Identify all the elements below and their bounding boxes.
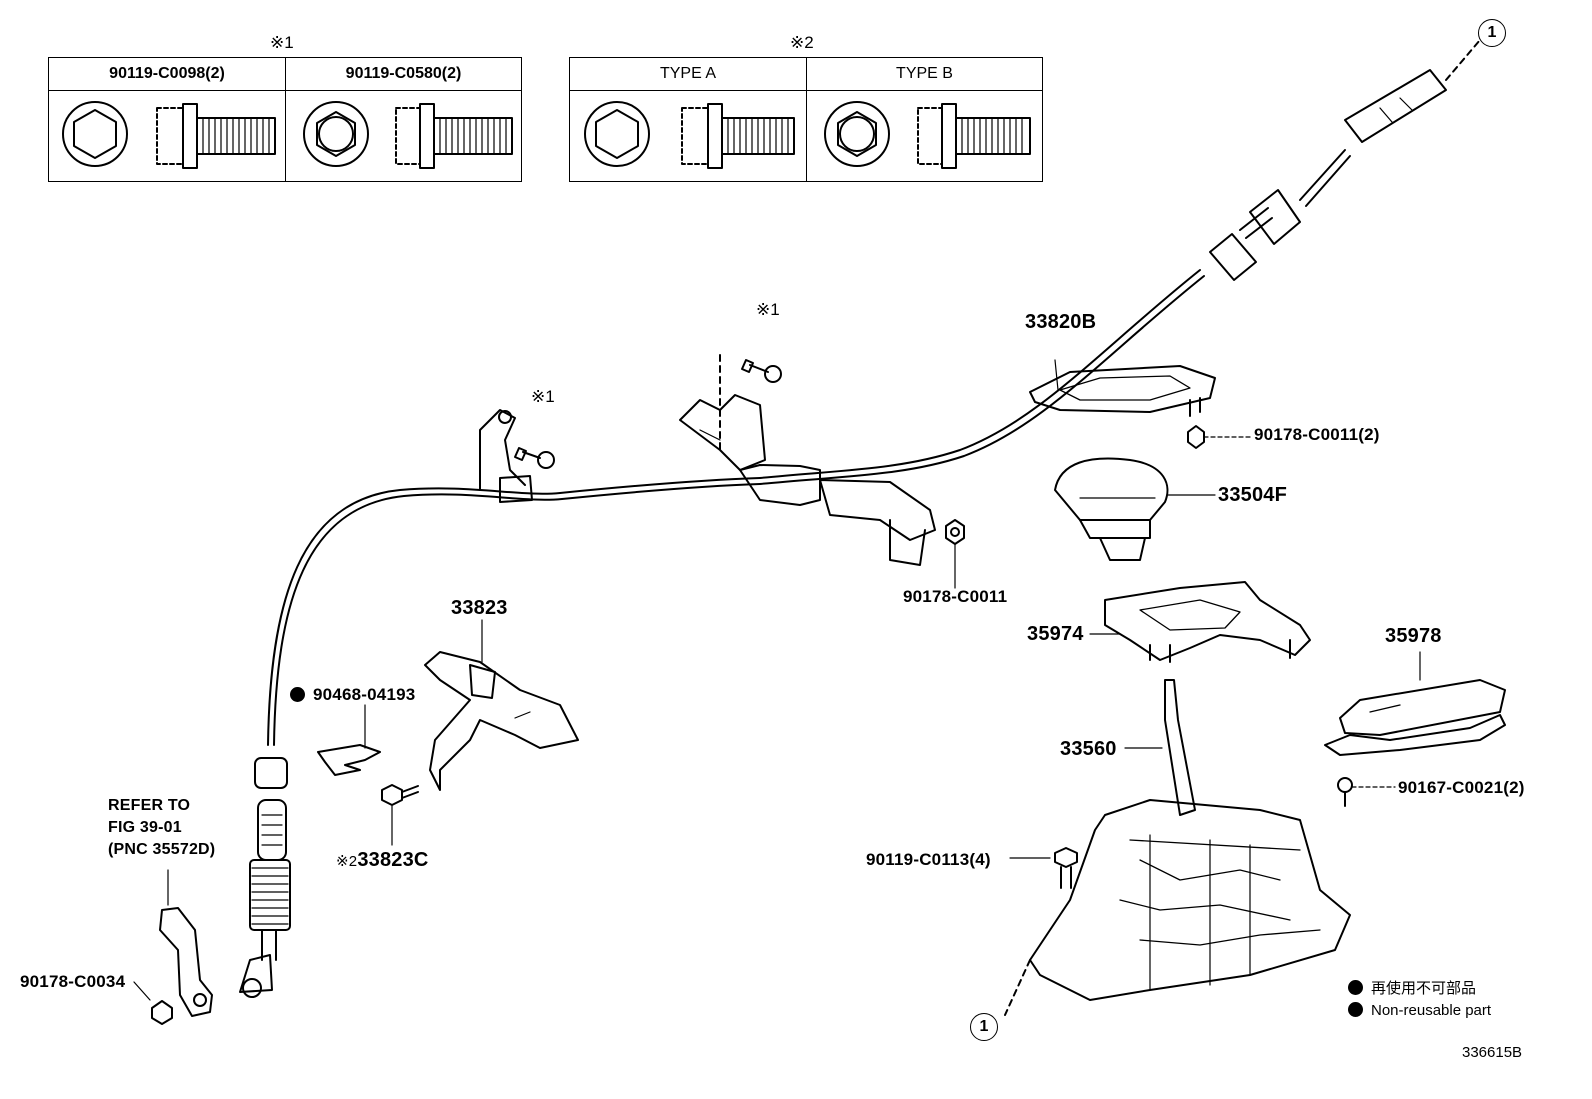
label-90468-04193: 90468-04193 [290,686,415,703]
cable-bracket-left [479,409,533,503]
table2-divider [806,58,807,181]
callout-1-top: 1 [1478,19,1506,47]
shift-cable [239,39,1481,998]
part-33820B-drawing [1029,359,1216,417]
callout-1-bottom: 1 [970,1013,998,1041]
table-fastener-2: TYPE A TYPE B [569,57,1043,182]
label-33823C: ※233823C [336,850,429,870]
table2-header-type-b: TYPE B [807,58,1042,91]
table1-divider [285,58,286,181]
refer-line-2: FIG 39-01 [108,819,182,836]
refer-line-3: (PNC 35572D) [108,841,216,858]
cable-bracket-center [679,354,936,566]
bolt-icon-33823C [381,784,419,846]
label-35974: 35974 [1027,623,1084,645]
label-33820B: 33820B [1025,311,1097,333]
bolt-icon-type1a [62,101,276,169]
label-33823C-text: 33823C [357,849,429,871]
part-33560-drawing [1004,679,1351,1016]
label-90178-c0011: 90178-C0011 [903,587,1008,606]
label-90167-c0021-2: 90167-C0021(2) [1398,778,1525,797]
label-33823C-mark: ※2 [336,853,358,870]
screw-icon-90167-c0021-2 [1337,777,1396,807]
refer-line-1: REFER TO [108,797,191,814]
table2-header-type-a: TYPE A [570,58,806,91]
mark-star1-top: ※1 [756,300,780,319]
label-35978: 35978 [1385,625,1442,647]
label-90468-04193-text: 90468-04193 [313,685,416,704]
legend-en: Non-reusable part [1348,1002,1491,1019]
legend-dot-icon-jp [1348,980,1363,995]
label-90119-c0113-4: 90119-C0113(4) [866,850,991,869]
table1-mark: ※1 [270,33,294,52]
screw-icon-star1-top [741,359,782,383]
clip-icon-90468-04193 [317,704,381,776]
nut-icon-90178-c0011-2 [1187,425,1251,449]
legend-en-text: Non-reusable part [1371,1002,1492,1019]
mark-star1-left: ※1 [531,387,555,406]
label-33560: 33560 [1060,738,1117,760]
table2-mark: ※2 [790,33,814,52]
nut-icon-90178-c0011 [945,519,965,589]
part-35974-drawing [1089,581,1311,663]
figure-id: 336615B [1462,1044,1523,1061]
label-33823: 33823 [451,597,508,619]
bolt-icon-type-a [584,101,795,169]
legend-jp: 再使用不可部品 [1348,977,1476,998]
bolt-icon-type1b [303,101,513,169]
label-33504F: 33504F [1218,484,1288,506]
part-33823-drawing [424,619,579,791]
part-35978-drawing [1324,651,1506,756]
non-reusable-dot-icon [290,687,305,702]
table1-header-1: 90119-C0098(2) [49,58,285,91]
screw-icon-star1-left [514,447,555,469]
legend-jp-text: 再使用不可部品 [1371,980,1477,997]
label-90178-c0011-2: 90178-C0011(2) [1254,425,1380,444]
bolt-icon-type-b [824,101,1031,169]
nut-icon-90178-c0034 [133,981,173,1025]
part-33504F-drawing [1054,457,1216,561]
legend-dot-icon-en [1348,1002,1363,1017]
label-90178-c0034: 90178-C0034 [20,972,126,991]
table1-header-2: 90119-C0580(2) [286,58,521,91]
lever-icon [159,869,213,1017]
bolt-icon-90119-c0113-4 [1009,847,1078,889]
table-fastener-1: 90119-C0098(2) 90119-C0580(2) [48,57,522,182]
